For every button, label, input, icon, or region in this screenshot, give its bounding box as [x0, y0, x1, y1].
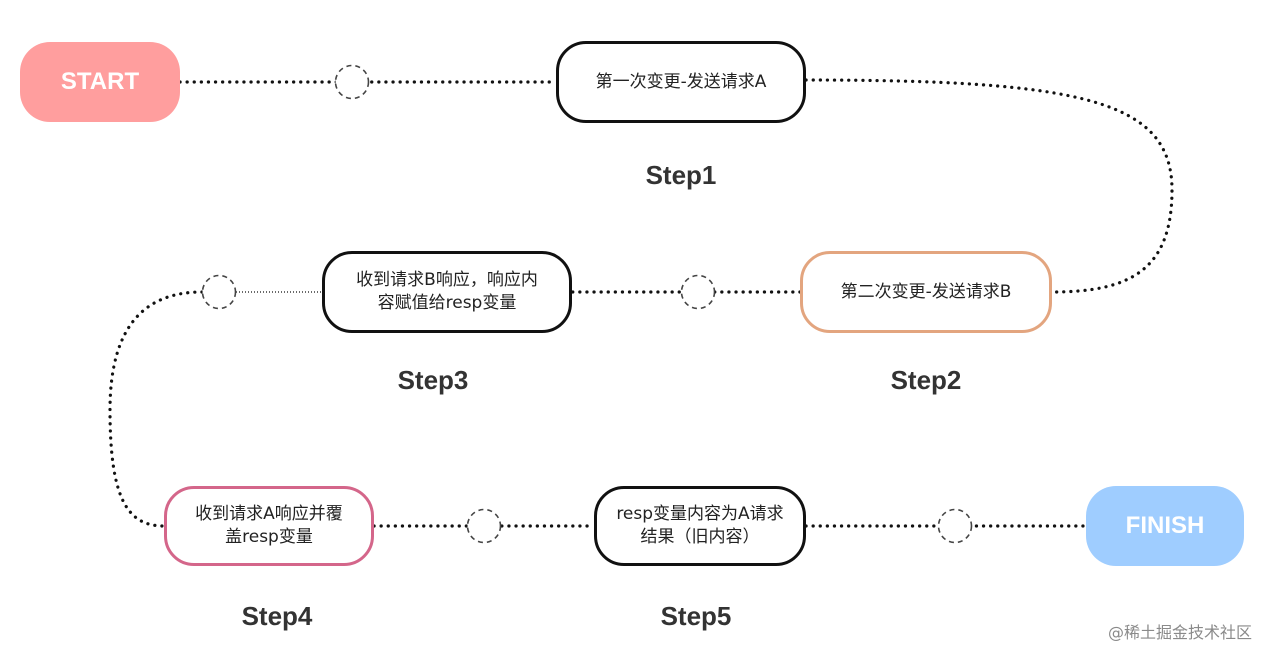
step4-node: 收到请求A响应并覆盖resp变量 — [164, 486, 374, 566]
waypoint-circle — [466, 508, 502, 544]
step3-label: Step3 — [397, 365, 469, 395]
connector-step3-step4 — [108, 290, 204, 528]
waypoint-circle — [201, 274, 237, 310]
step5-node: resp变量内容为A请求结果（旧内容） — [594, 486, 806, 566]
connector-step1-step2 — [804, 78, 1174, 294]
watermark: @稀土掘金技术社区 — [1107, 623, 1252, 642]
start-terminal: START — [20, 42, 180, 122]
finish-terminal: FINISH — [1086, 486, 1244, 566]
waypoint-circle — [334, 64, 370, 100]
step3-node: 收到请求B响应，响应内容赋值给resp变量 — [322, 251, 572, 333]
waypoint-circle — [680, 274, 716, 310]
step2-node: 第二次变更-发送请求B — [800, 251, 1052, 333]
waypoint-circle — [937, 508, 973, 544]
step4-label: Step4 — [241, 601, 313, 631]
step5-label: Step5 — [660, 601, 732, 631]
step1-node: 第一次变更-发送请求A — [556, 41, 806, 123]
step2-label: Step2 — [890, 365, 962, 395]
step1-label: Step1 — [645, 160, 717, 190]
